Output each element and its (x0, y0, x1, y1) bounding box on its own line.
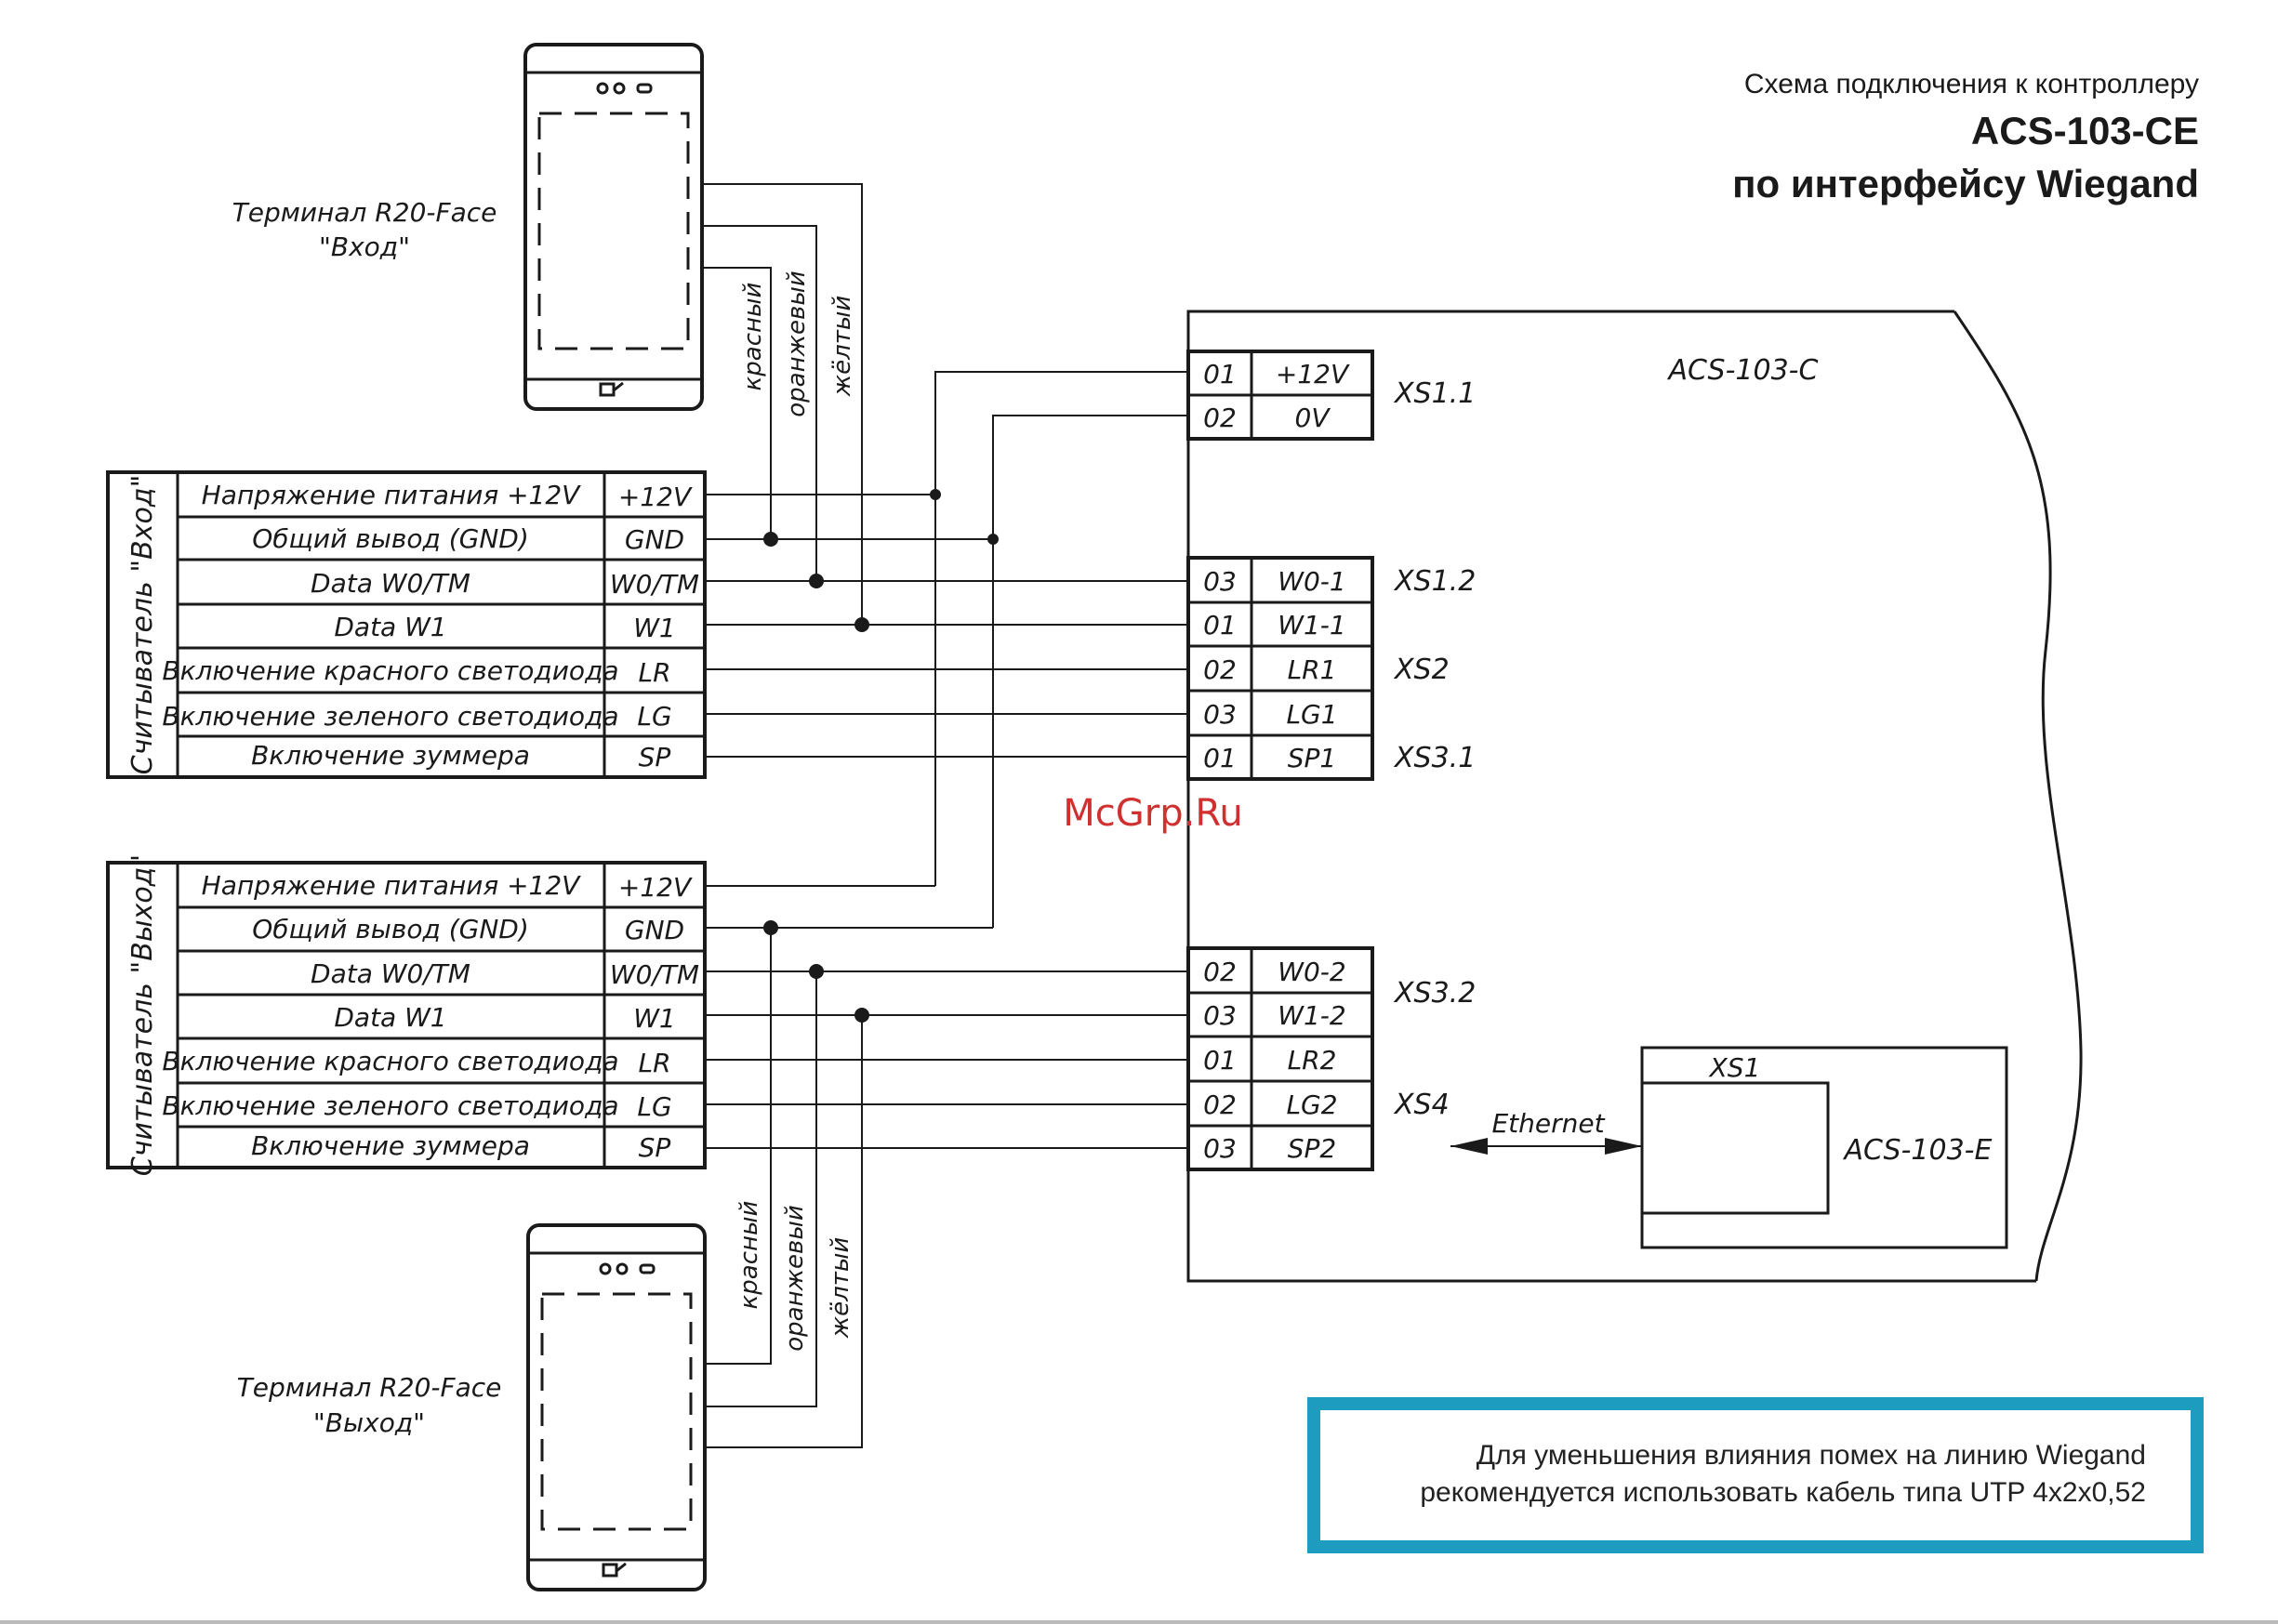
ctrl-term-2-sig: 0V (1295, 403, 1331, 433)
module-name: ACS-103-E (1843, 1134, 1993, 1167)
controller-terminal-block (1186, 350, 1374, 1171)
ctrl-term-1-num: 01 (1203, 359, 1237, 389)
reader-exit-row-5-pin: LR (638, 1048, 670, 1078)
ctrl-term-4-num: 01 (1203, 610, 1237, 640)
reader-entry-row-6-pin: LG (637, 701, 671, 732)
connector-xs1-2: XS1.2 (1393, 565, 1476, 598)
terminal-entry (523, 43, 704, 411)
reader-entry-row-7-desc: Включение зуммера (251, 740, 530, 771)
reader-entry-row-6-desc: Включение зеленого светодиода (162, 701, 618, 732)
terminal-entry-label: "Вход" (319, 231, 410, 262)
ctrl-term-5-num: 02 (1203, 654, 1237, 685)
junction-dots (763, 489, 999, 1023)
reader-exit-row-2-pin: GND (625, 915, 684, 945)
ctrl-term-9-sig: W1-2 (1278, 1000, 1345, 1031)
ctrl-term-12-num: 03 (1203, 1133, 1237, 1164)
reader-exit-row-3-desc: Data W0/TM (311, 958, 470, 989)
reader-exit-row-2-desc: Общий вывод (GND) (252, 914, 529, 944)
controller-outline (1186, 310, 2083, 1283)
wire-color-red-entry: красный (739, 283, 767, 391)
ctrl-term-1-sig: +12V (1276, 359, 1350, 389)
reader-exit-row-7-pin: SP (639, 1132, 671, 1163)
ctrl-term-7-sig: SP1 (1288, 743, 1336, 773)
reader-entry-row-1-desc: Напряжение питания +12V (202, 480, 582, 510)
note-line-2: рекомендуется использовать кабель типа U… (1420, 1477, 2146, 1508)
ctrl-term-6-sig: LG1 (1286, 699, 1337, 730)
ctrl-term-8-sig: W0-2 (1278, 957, 1345, 987)
wire-color-red-exit: красный (735, 1201, 763, 1310)
ctrl-term-4-sig: W1-1 (1278, 610, 1345, 640)
reader-entry-row-2-desc: Общий вывод (GND) (252, 523, 529, 554)
reader-exit-row-1-desc: Напряжение питания +12V (202, 870, 582, 901)
title-line-1: Схема подключения к контроллеру (1744, 69, 2199, 99)
ethernet-label: Ethernet (1491, 1108, 1605, 1139)
ctrl-term-6-num: 03 (1203, 699, 1237, 730)
wire-color-yellow-entry: жёлтый (828, 296, 856, 398)
reader-entry-row-4-pin: W1 (633, 613, 676, 643)
ctrl-term-11-sig: LG2 (1286, 1089, 1337, 1120)
reader-entry-row-2-pin: GND (625, 524, 684, 555)
reader-exit-row-6-desc: Включение зеленого светодиода (162, 1090, 618, 1121)
wire-color-orange-exit: оранжевый (781, 1205, 809, 1352)
reader-exit-row-6-pin: LG (637, 1091, 671, 1122)
module-connector-label: XS1 (1708, 1052, 1761, 1083)
wire-color-yellow-exit: жёлтый (827, 1237, 854, 1340)
wire-color-orange-entry: оранжевый (783, 271, 811, 417)
reader-entry-row-4-desc: Data W1 (334, 612, 446, 642)
ctrl-term-3-num: 03 (1203, 566, 1237, 597)
terminal-exit-name: Терминал R20-Face (237, 1372, 502, 1403)
ctrl-term-12-sig: SP2 (1288, 1133, 1336, 1164)
ctrl-term-8-num: 02 (1203, 957, 1237, 987)
reader-entry-row-3-pin: W0/TM (610, 569, 699, 600)
title-line-3: по интерфейсу Wiegand (1732, 162, 2199, 205)
note-line-1: Для уменьшения влияния помех на линию Wi… (1477, 1440, 2146, 1471)
connector-xs4: XS4 (1393, 1089, 1450, 1121)
terminal-entry-name: Терминал R20-Face (232, 197, 497, 228)
reader-exit-row-4-pin: W1 (633, 1003, 676, 1034)
ethernet-module (1640, 1046, 2008, 1249)
controller-name: ACS-103-C (1667, 354, 1819, 387)
ctrl-term-7-num: 01 (1203, 743, 1237, 773)
title-line-2: ACS-103-CE (1971, 109, 2199, 152)
terminal-exit-label: "Выход" (313, 1407, 425, 1438)
reader-entry-row-1-pin: +12V (618, 482, 693, 512)
reader-exit-title: Считыватель "Выход" (126, 854, 159, 1176)
reader-exit-row-7-desc: Включение зуммера (251, 1130, 530, 1161)
ctrl-term-11-num: 02 (1203, 1089, 1237, 1120)
reader-exit-row-3-pin: W0/TM (610, 959, 699, 990)
reader-exit-row-1-pin: +12V (618, 872, 693, 903)
ctrl-term-5-sig: LR1 (1288, 654, 1337, 685)
ethernet-link-arrow (1450, 1138, 1642, 1155)
bus-wires (705, 371, 1188, 1149)
ctrl-term-2-num: 02 (1203, 403, 1237, 433)
ctrl-term-3-sig: W0-1 (1278, 566, 1345, 597)
reader-entry-title: Считыватель "Вход" (126, 475, 159, 775)
terminal-exit-wires (705, 928, 863, 1448)
ctrl-term-10-num: 01 (1203, 1045, 1237, 1076)
ctrl-term-9-num: 03 (1203, 1000, 1237, 1031)
ctrl-term-10-sig: LR2 (1288, 1045, 1337, 1076)
reader-entry-row-3-desc: Data W0/TM (311, 568, 470, 599)
terminal-exit (526, 1223, 707, 1591)
reader-entry-row-7-pin: SP (639, 742, 671, 772)
reader-entry-row-5-desc: Включение красного светодиода (162, 655, 618, 686)
watermark: McGrp.Ru (1063, 792, 1242, 835)
note-frame (1307, 1397, 2204, 1553)
reader-exit-row-4-desc: Data W1 (334, 1002, 446, 1033)
connector-xs3-2: XS3.2 (1393, 977, 1476, 1010)
terminal-entry-wires (702, 183, 863, 625)
connector-xs3-1: XS3.1 (1393, 742, 1476, 774)
reader-entry-row-5-pin: LR (638, 657, 670, 688)
connector-xs2: XS2 (1393, 654, 1450, 686)
reader-exit-row-5-desc: Включение красного светодиода (162, 1046, 618, 1076)
connector-xs1-1: XS1.1 (1393, 377, 1476, 410)
